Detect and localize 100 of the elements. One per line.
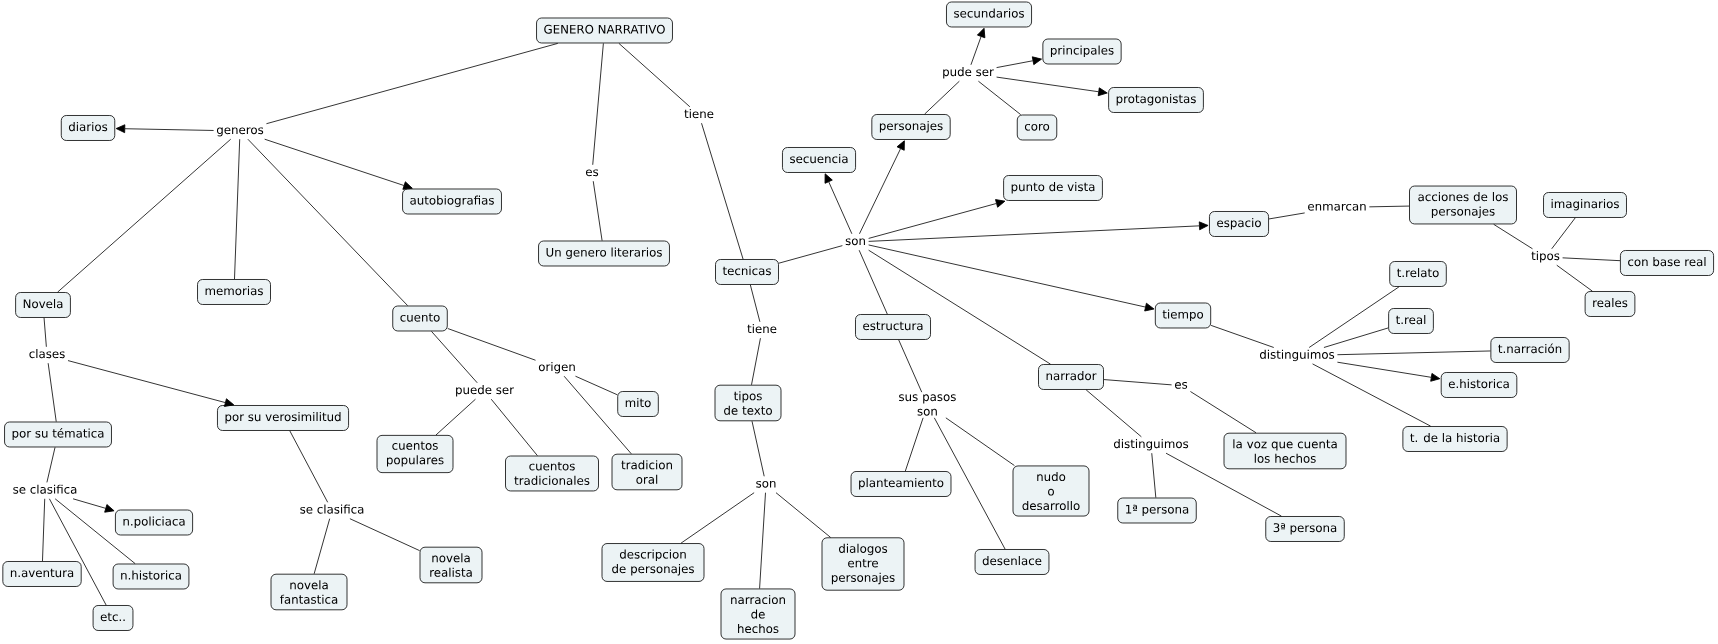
connector-line (1493, 223, 1533, 250)
connector-line (592, 43, 604, 166)
concept-box: n.policiaca (115, 509, 193, 536)
connector-line (945, 417, 1015, 466)
concept-box: novela fantastica (270, 573, 348, 611)
concept-box: t.narración (1490, 337, 1570, 363)
connector-line (1308, 286, 1400, 348)
connector-line (313, 518, 331, 575)
concept-box: protagonistas (1108, 87, 1204, 113)
connector-line (54, 498, 136, 564)
concept-box: desenlace (974, 549, 1050, 575)
linking-phrase: clases (29, 349, 65, 359)
linking-phrase: tiene (684, 109, 714, 119)
linking-phrase: se clasifica (300, 504, 364, 514)
concept-box: diarios (60, 115, 116, 141)
connector-line (592, 180, 603, 241)
connector-line (247, 138, 409, 306)
connector-line (575, 375, 618, 396)
concept-box: estructura (855, 314, 931, 340)
connector-line (1210, 325, 1275, 348)
concept-box: tiempo (1154, 302, 1212, 329)
concept-box: secundarios (946, 1, 1032, 28)
connector-line (1151, 452, 1157, 498)
concept-box: por su tématica (4, 421, 112, 448)
concept-box: 1ª persona (1117, 497, 1197, 524)
concept-box: espacio (1209, 211, 1269, 237)
arrow (115, 124, 214, 134)
concept-box: acciones de los personajes (1409, 185, 1517, 225)
arrow (72, 498, 115, 513)
concept-box: e.historica (1440, 372, 1518, 398)
concept-box: cuentos populares (376, 435, 454, 473)
connector-line (1165, 452, 1282, 517)
connector-line (1368, 205, 1410, 208)
linking-phrase: sus pasos son (899, 394, 956, 416)
concept-box: con base real (1620, 250, 1714, 276)
connector-line (749, 284, 761, 323)
linking-phrase: origen (538, 362, 575, 374)
connector-line (1190, 391, 1257, 434)
connector-line (858, 249, 888, 315)
linking-phrase: son (845, 238, 865, 246)
concept-box: reales (1584, 291, 1636, 317)
linking-phrase: enmarcan (1308, 203, 1366, 211)
connector-line (43, 317, 47, 348)
linking-phrase: tiene (747, 324, 777, 334)
connector-line (1323, 327, 1389, 348)
arrow (824, 173, 853, 235)
linking-phrase: pude ser (943, 67, 994, 79)
connector-line (1556, 264, 1593, 292)
concept-box: t.relato (1389, 261, 1447, 287)
concept-box: narrador (1038, 364, 1104, 390)
linking-phrase: se clasifica (13, 484, 77, 494)
connector-line (701, 122, 744, 260)
concept-box: nudo o desarrollo (1012, 465, 1090, 517)
linking-phrase: son (756, 480, 776, 488)
arrow (996, 56, 1042, 68)
connector-line (1268, 212, 1306, 220)
concept-box: n.aventura (2, 561, 82, 587)
connector-line (289, 430, 329, 503)
concept-box: narracion de hechos (720, 588, 796, 640)
concept-box: cuentos tradicionales (505, 455, 599, 492)
connector-line (898, 339, 923, 393)
connector-line (751, 420, 765, 477)
arrow (868, 199, 1006, 239)
connector-line (349, 518, 420, 552)
concept-box: tradicion oral (611, 453, 683, 491)
linking-phrase: distinguimos (1113, 439, 1189, 451)
concept-box: etc.. (92, 605, 134, 631)
connector-line (618, 43, 691, 108)
connector-line (234, 138, 241, 280)
linking-phrase: distinguimos (1259, 349, 1335, 362)
connector-line (435, 398, 476, 436)
concept-box: personajes (871, 114, 951, 140)
concept-box: descripcion de personajes (601, 543, 705, 582)
concept-box: tipos de texto (714, 384, 782, 422)
concept-box: mito (617, 391, 659, 417)
concept-box: novela realista (419, 546, 483, 584)
linking-phrase: puede ser (456, 385, 514, 397)
connector-line (933, 417, 1006, 550)
connector-line (1085, 389, 1142, 438)
connector-line (490, 398, 538, 456)
connector-line (759, 492, 766, 589)
connector-line (775, 492, 831, 538)
concept-box: autobiografias (402, 188, 502, 215)
linking-phrase: tipos (1531, 251, 1560, 263)
connector-line (1337, 350, 1491, 356)
linking-phrase: es (585, 169, 599, 177)
connector-line (46, 447, 56, 483)
concept-box: coro (1016, 114, 1058, 141)
concept-box: dialogos entre personajes (821, 537, 905, 591)
concept-box: cuento (392, 305, 448, 332)
concept-box: tecnicas (715, 259, 779, 285)
concept-box: t. de la historia (1402, 426, 1508, 452)
connector-line (751, 337, 761, 386)
linking-phrase: generos (216, 127, 264, 137)
connector-line (1312, 363, 1431, 427)
concept-box: la voz que cuenta los hechos (1223, 432, 1347, 470)
arrow (970, 27, 986, 66)
connector-line (47, 362, 57, 422)
connector-line (447, 328, 536, 361)
connector-line (42, 498, 46, 562)
